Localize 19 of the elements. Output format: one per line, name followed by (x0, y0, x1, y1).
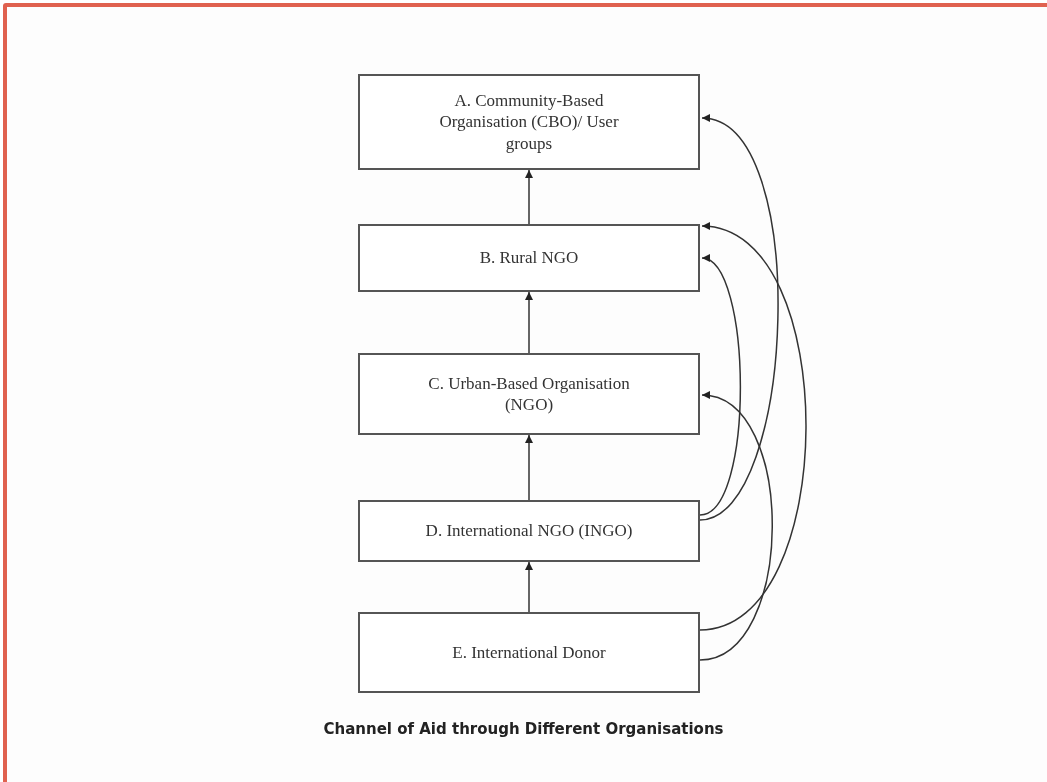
organisation-box (358, 74, 700, 170)
organisation-box (358, 353, 700, 435)
arrow (699, 224, 807, 631)
node-label: D. International NGO (INGO) (425, 520, 633, 542)
node-label: C. Urban-Based Organisation (NGO) (427, 372, 631, 416)
arrow (525, 434, 533, 501)
arrow (525, 169, 533, 225)
node-label: B. Rural NGO (479, 247, 579, 269)
arrow (525, 561, 533, 613)
arrow (699, 393, 773, 661)
arrow (699, 116, 779, 521)
node-label: A. Community-Based Organisation (CBO)/ User groups (438, 90, 620, 154)
arrow (699, 257, 742, 516)
organisation-box (358, 612, 700, 693)
caption: Channel of Aid through Different Organisations (323, 720, 724, 738)
node-label: E. International Donor (452, 641, 606, 664)
arrow (525, 291, 533, 354)
organisation-box (358, 500, 700, 562)
organisation-box (358, 224, 700, 292)
